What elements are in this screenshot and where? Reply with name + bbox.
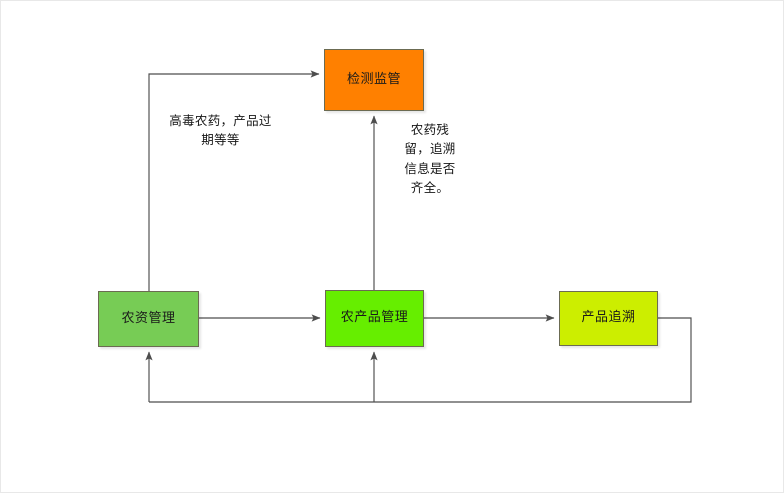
node-traceability[interactable]: 产品追溯: [559, 291, 658, 346]
edge-label-left: 高毒农药，产品过期等等: [169, 113, 272, 148]
node-inspection[interactable]: 检测监管: [324, 49, 424, 111]
node-produce[interactable]: 农产品管理: [325, 290, 424, 347]
edge-label-right: 农药残留，追溯信息是否齐全。: [404, 122, 456, 196]
node-traceability-label: 产品追溯: [581, 310, 636, 326]
node-agri-inputs-label: 农资管理: [121, 310, 176, 326]
node-agri-inputs[interactable]: 农资管理: [98, 291, 199, 347]
node-produce-label: 农产品管理: [340, 310, 409, 326]
connector-agri-inputs-to-inspection: [148, 70, 320, 291]
node-inspection-label: 检测监管: [346, 71, 401, 87]
connector-traceability-feedback-trunk: [149, 317, 692, 403]
